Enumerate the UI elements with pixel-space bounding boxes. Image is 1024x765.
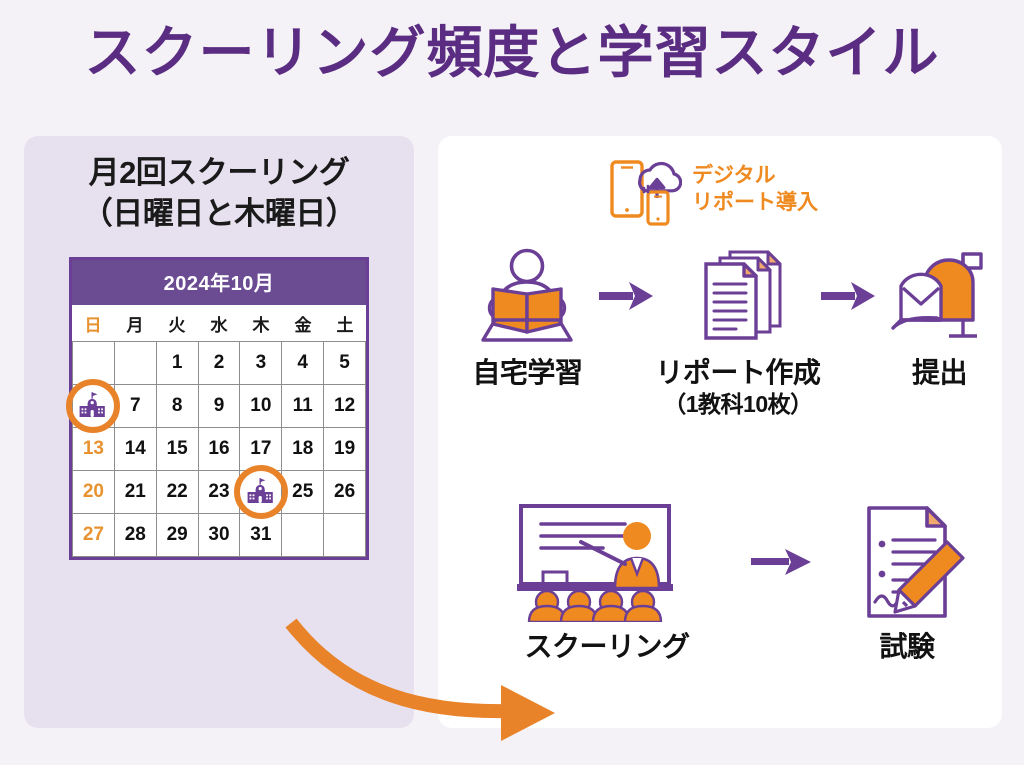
calendar-day[interactable]: 11 — [282, 385, 325, 428]
mailbox-icon — [885, 244, 993, 348]
stacked-documents-icon — [686, 244, 790, 348]
calendar-month-label: 2024年10月 — [72, 260, 366, 305]
flow-arrow-2 — [820, 244, 877, 348]
digital-note-line2: リポート導入 — [692, 191, 818, 214]
calendar-day-empty — [324, 514, 366, 557]
calendar-day[interactable]: 20 — [73, 471, 115, 514]
page-title: スクーリング頻度と学習スタイル — [84, 21, 940, 84]
calendar-day[interactable]: 16 — [198, 428, 241, 471]
calendar-day[interactable]: 23 — [198, 471, 241, 514]
school-building-icon — [80, 392, 106, 417]
calendar-day[interactable]: 19 — [324, 428, 366, 471]
weekday-mon: 月 — [126, 316, 144, 335]
school-building-icon — [247, 478, 273, 503]
weekday-sun: 日 — [84, 316, 102, 335]
document-pencil-icon — [847, 502, 967, 622]
calendar-day[interactable]: 27 — [73, 514, 115, 557]
calendar-day[interactable]: 1 — [156, 342, 199, 385]
calendar-day[interactable]: 22 — [156, 471, 199, 514]
flow-row-study: 自宅学習 — [438, 244, 1002, 418]
left-panel-heading: 月2回スクーリング （日曜日と木曜日） — [24, 152, 414, 234]
calendar-day[interactable]: 5 — [324, 342, 366, 385]
calendar-day[interactable]: 8 — [156, 385, 199, 428]
calendar-day-schooling[interactable] — [233, 465, 288, 519]
calendar-day-empty — [114, 342, 157, 385]
calendar-day-empty — [73, 342, 115, 385]
flow-step-submission: 提出 — [877, 244, 1002, 390]
flow-step-exam: 試験 — [832, 502, 982, 664]
person-reading-book-icon — [473, 244, 581, 348]
weekday-wed: 水 — [210, 316, 228, 335]
calendar-weekday-header: 日 月 火 水 木 金 土 — [72, 305, 366, 341]
calendar-day[interactable]: 28 — [114, 514, 157, 557]
school-building-icon-wrapper[interactable] — [233, 465, 288, 519]
flow-label-report-creation: リポート作成 — [655, 357, 821, 388]
flow-arrow-1 — [598, 244, 655, 348]
flow-arrow-3 — [732, 502, 832, 622]
calendar-day[interactable]: 4 — [282, 342, 325, 385]
calendar-day[interactable]: 3 — [240, 342, 283, 385]
calendar-day-empty — [282, 514, 325, 557]
weekday-thu: 木 — [252, 316, 270, 335]
calendar-day-schooling[interactable] — [66, 379, 121, 433]
digital-note-line1: デジタル — [692, 163, 776, 187]
flow-step-schooling: スクーリング — [482, 502, 732, 664]
left-panel-heading-line2: （日曜日と木曜日） — [81, 196, 357, 232]
calendar-day[interactable]: 12 — [324, 385, 366, 428]
digital-report-note-text: デジタル リポート導入 — [692, 162, 818, 217]
flow-label-exam: 試験 — [879, 631, 935, 662]
flow-step-home-study: 自宅学習 — [456, 244, 599, 390]
calendar-day[interactable]: 29 — [156, 514, 199, 557]
classroom-teacher-icon — [507, 502, 707, 622]
calendar-day[interactable]: 30 — [198, 514, 241, 557]
flow-label-schooling: スクーリング — [524, 631, 690, 662]
tablet-cloud-upload-icon — [610, 160, 682, 226]
calendar-day[interactable]: 31 — [240, 514, 283, 557]
flow-sublabel-report-creation: （1教科10枚） — [663, 390, 813, 417]
calendar-day[interactable]: 25 — [282, 471, 325, 514]
flow-step-report-creation: リポート作成 （1教科10枚） — [655, 244, 821, 418]
schooling-frequency-panel: 月2回スクーリング （日曜日と木曜日） 2024年10月 日 月 火 水 木 金… — [24, 136, 555, 741]
calendar-day[interactable]: 2 — [198, 342, 241, 385]
school-building-icon-wrapper[interactable] — [66, 379, 121, 433]
weekday-tue: 火 — [168, 316, 186, 335]
calendar-day[interactable]: 10 — [240, 385, 283, 428]
weekday-fri: 金 — [294, 316, 312, 335]
flow-label-submission: 提出 — [911, 357, 968, 388]
flow-row-schooling: スクーリング — [438, 502, 1002, 664]
calendar-day[interactable]: 26 — [324, 471, 366, 514]
calendar-day[interactable]: 13 — [73, 428, 115, 471]
calendar-day[interactable]: 7 — [114, 385, 157, 428]
calendar-day[interactable]: 18 — [282, 428, 325, 471]
calendar-day[interactable]: 15 — [156, 428, 199, 471]
flow-label-home-study: 自宅学習 — [472, 357, 583, 388]
digital-report-note: デジタル リポート導入 — [608, 152, 818, 226]
calendar-day[interactable]: 9 — [198, 385, 241, 428]
calendar-day[interactable]: 17 — [240, 428, 283, 471]
calendar-day[interactable]: 21 — [114, 471, 157, 514]
calendar-day[interactable]: 14 — [114, 428, 157, 471]
left-panel-heading-line1: 月2回スクーリング — [88, 155, 350, 190]
weekday-sat: 土 — [336, 316, 354, 335]
study-flow-panel: デジタル リポート導入 自宅学習 — [438, 136, 1002, 728]
